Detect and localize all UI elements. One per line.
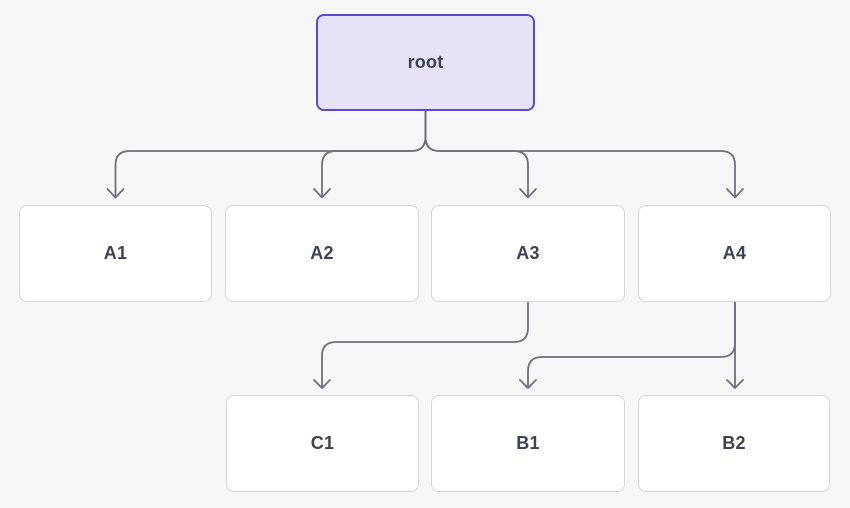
node-b1[interactable]: B1 bbox=[431, 395, 625, 492]
node-a2[interactable]: A2 bbox=[225, 205, 419, 302]
edge-a4-b1 bbox=[527, 301, 736, 389]
node-b2-label: B2 bbox=[722, 433, 746, 453]
arrowhead-a1-icon bbox=[106, 188, 125, 199]
arrowhead-a4-icon bbox=[726, 188, 744, 199]
node-root[interactable]: root bbox=[316, 14, 535, 111]
node-a2-label: A2 bbox=[310, 243, 334, 263]
node-a3[interactable]: A3 bbox=[431, 205, 625, 302]
node-a3-label: A3 bbox=[516, 243, 540, 263]
arrowhead-c1-icon bbox=[313, 379, 331, 389]
node-c1-label: C1 bbox=[310, 433, 335, 453]
arrowhead-b2-icon bbox=[726, 379, 744, 389]
edge-root-a1 bbox=[114, 110, 427, 198]
node-c1[interactable]: C1 bbox=[226, 395, 419, 492]
node-b2[interactable]: B2 bbox=[638, 395, 830, 492]
arrowhead-b1-icon bbox=[519, 379, 537, 389]
edge-root-a3 bbox=[424, 110, 529, 198]
node-a4[interactable]: A4 bbox=[638, 205, 831, 302]
node-root-label: root bbox=[407, 52, 444, 72]
arrowhead-a2-icon bbox=[313, 188, 331, 199]
edge-root-a2 bbox=[321, 110, 427, 198]
node-a1[interactable]: A1 bbox=[19, 205, 212, 302]
edge-root-a4 bbox=[424, 110, 736, 198]
node-a1-label: A1 bbox=[103, 243, 128, 263]
node-b1-label: B1 bbox=[516, 433, 540, 453]
node-a4-label: A4 bbox=[722, 243, 747, 263]
arrowhead-a3-icon bbox=[519, 188, 537, 199]
edge-a3-c1 bbox=[321, 301, 529, 389]
